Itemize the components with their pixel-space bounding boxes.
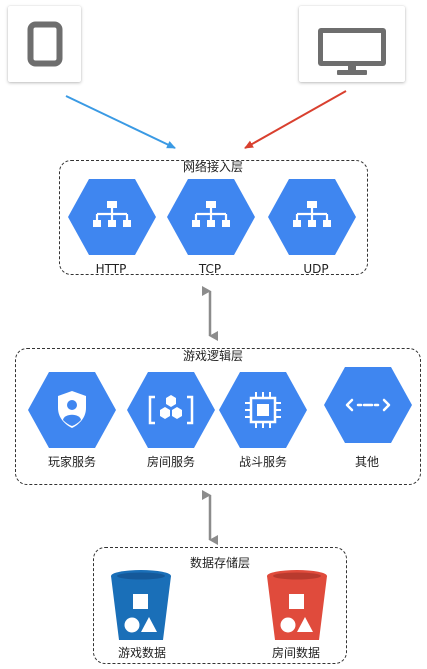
room-service-label: 房间服务 — [146, 455, 196, 469]
monitor-icon — [318, 28, 386, 75]
game-data-label: 游戏数据 — [117, 646, 167, 660]
storage-layer-group — [93, 547, 347, 664]
chip-icon — [245, 392, 281, 428]
player-service-node[interactable] — [27, 371, 117, 449]
room-data-bucket[interactable] — [263, 568, 331, 642]
battle-service-node[interactable] — [218, 371, 308, 449]
room-data-label: 房间数据 — [271, 646, 321, 660]
game-data-bucket[interactable] — [107, 568, 175, 642]
tcp-node[interactable] — [166, 178, 256, 256]
other-service-label: 其他 — [354, 455, 380, 469]
arrow-tablet-to-network — [65, 95, 176, 149]
tablet-icon — [27, 21, 63, 67]
udp-label: UDP — [303, 262, 329, 276]
storage-bucket-icon — [267, 570, 327, 640]
player-service-label: 玩家服务 — [47, 455, 97, 469]
network-tree-icon — [293, 201, 331, 227]
battle-service-label: 战斗服务 — [238, 455, 288, 469]
logic-layer-title: 游戏逻辑层 — [182, 349, 243, 363]
other-service-node[interactable] — [323, 366, 413, 444]
network-tree-icon — [192, 201, 230, 227]
storage-layer-title: 数据存储层 — [189, 556, 250, 570]
client-monitor-card[interactable] — [299, 6, 405, 82]
room-service-node[interactable] — [126, 371, 216, 449]
http-node[interactable] — [67, 178, 157, 256]
storage-bucket-icon — [111, 570, 171, 640]
hexagon-cluster-icon — [148, 395, 194, 425]
client-tablet-card[interactable] — [8, 6, 81, 82]
tcp-label: TCP — [198, 262, 222, 276]
network-layer-group — [59, 160, 368, 275]
udp-node[interactable] — [267, 178, 357, 256]
arrow-monitor-to-network — [244, 90, 347, 149]
bidirectional-arrow-icon — [345, 398, 391, 412]
network-tree-icon — [93, 201, 131, 227]
logic-layer-group — [15, 348, 421, 485]
user-shield-icon — [58, 391, 86, 428]
http-label: HTTP — [95, 262, 127, 276]
network-layer-title: 网络接入层 — [182, 160, 243, 174]
